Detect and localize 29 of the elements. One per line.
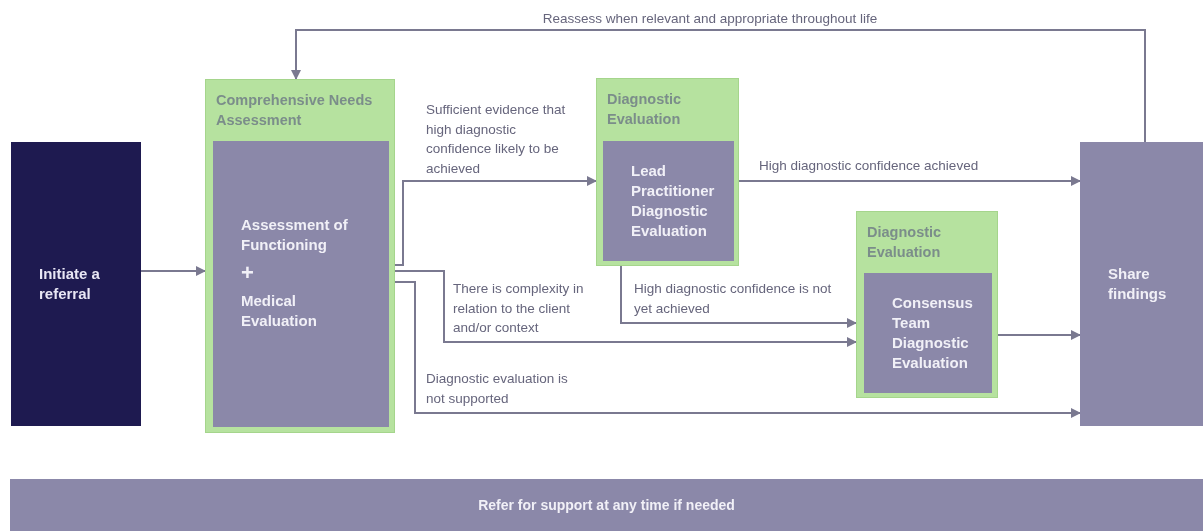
panel-heading: Diagnostic Evaluation: [867, 223, 943, 262]
node-text: Lead Practitioner Diagnostic Evaluation: [631, 161, 715, 241]
arrow: [997, 330, 1081, 340]
arrow: [291, 29, 1146, 143]
process-box: [864, 273, 992, 393]
arrow: [738, 176, 1081, 186]
node-text: Refer for support at any time if needed: [478, 496, 735, 515]
stage-panel: [205, 79, 395, 433]
stage-panel: [856, 211, 998, 398]
process-box: [213, 141, 389, 427]
node-text: Assessment of Functioning: [241, 215, 349, 255]
node-text: Share findings: [1108, 264, 1168, 304]
process-box: [1080, 142, 1203, 426]
arrow: [620, 265, 857, 328]
arrow: [394, 270, 857, 347]
panel-heading: Comprehensive Needs Assessment: [216, 91, 374, 130]
edge-label: Reassess when relevant and appropriate throughout life: [541, 10, 879, 28]
stage-panel: [596, 78, 739, 266]
node-text: Consensus Team Diagnostic Evaluation: [892, 293, 973, 373]
node-text: Initiate a referral: [39, 264, 101, 304]
node-text: Medical Evaluation: [241, 291, 318, 331]
arrow: [140, 266, 206, 276]
arrow: [394, 281, 1081, 418]
process-box: [603, 141, 734, 261]
banner-band: [10, 479, 1203, 531]
panel-heading: Diagnostic Evaluation: [607, 90, 683, 129]
process-box: [11, 142, 141, 426]
arrow: [394, 176, 597, 266]
plus-sign: +: [241, 261, 254, 285]
